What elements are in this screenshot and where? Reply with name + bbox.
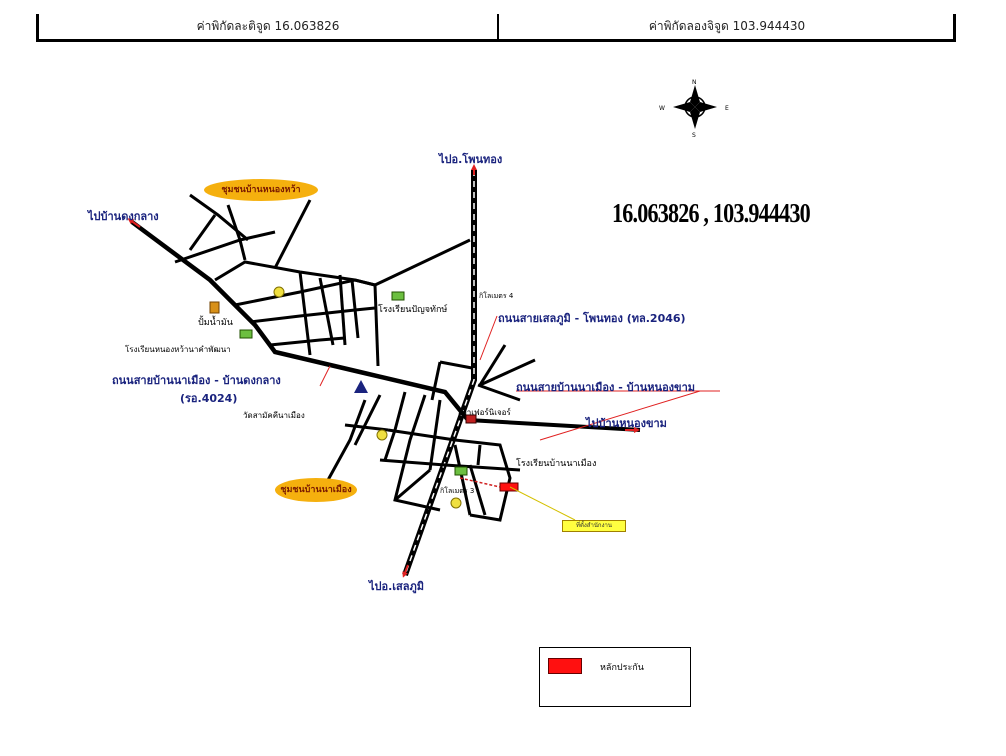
road-2046-label: ถนนสายเสลภูมิ - โพนทอง (ทล.2046) xyxy=(498,312,686,325)
school-panya-label: โรงเรียนปัญจทักษ์ xyxy=(378,305,448,315)
coordinate-header: ค่าพิกัดละติจูด 16.063826 ค่าพิกัดลองจิจ… xyxy=(36,14,956,42)
zone-top-label: ชุมชนบ้านหนองหว้า xyxy=(204,179,318,201)
road-dongklang xyxy=(130,220,641,432)
latitude-label: ค่าพิกัดละติจูด 16.063826 xyxy=(196,19,340,33)
leader-lines xyxy=(319,315,720,441)
coordinates-big: 16.063826 , 103.944430 xyxy=(612,198,811,228)
to-phon-thong-label: ไปอ.โพนทอง xyxy=(439,153,503,166)
gas-station-label: ปั้มน้ำมัน xyxy=(198,318,233,328)
school-nameuang-label: โรงเรียนบ้านนาเมือง xyxy=(516,459,597,469)
road-4024-label: ถนนสายบ้านนาเมือง - บ้านดงกลาง xyxy=(112,374,281,387)
temple-icon xyxy=(354,380,368,393)
temple-label: วัดสามัคคีนาเมือง xyxy=(243,411,305,420)
compass-e: E xyxy=(725,105,729,112)
km4-label: กิโลเมตร 4 xyxy=(479,292,514,300)
road-4024-code-label: (รอ.4024) xyxy=(180,392,238,405)
direction-arrows xyxy=(127,164,640,578)
street-grid xyxy=(174,193,536,522)
to-ban-nong-kham-label: ไปบ้านหนองขาม xyxy=(586,417,667,430)
compass-s: S xyxy=(692,132,696,139)
compass-n: N xyxy=(692,79,697,86)
marker-1-icon xyxy=(450,497,462,509)
shop-icon xyxy=(465,414,477,424)
longitude-label: ค่าพิกัดลองจิจูด 103.944430 xyxy=(497,14,955,39)
collateral-road-highlight xyxy=(459,477,501,488)
office-tag: ที่ตั้งสำนักงาน xyxy=(562,520,626,532)
compass-w: W xyxy=(659,105,665,112)
marker-2-icon xyxy=(376,429,388,441)
road-nongkham-label: ถนนสายบ้านนาเมือง - บ้านหนองขาม xyxy=(516,381,695,394)
school-icon xyxy=(239,329,253,339)
school-nong-khwa-label: โรงเรียนหนองหว้านาคำพัฒนา xyxy=(125,345,231,354)
compass-icon: N S W E xyxy=(659,79,729,139)
school-icon xyxy=(391,291,405,301)
legend-label: หลักประกัน xyxy=(600,663,644,673)
marker-2-icon xyxy=(273,286,285,298)
legend-swatch xyxy=(548,658,582,674)
highway-2046 xyxy=(402,170,477,577)
furniture-shop-label: สง่าเฟอร์นิเจอร์ xyxy=(458,408,511,417)
zone-bottom-label: ชุมชนบ้านนาเมือง xyxy=(275,478,357,502)
km3-label: กิโลเมตร 3 xyxy=(440,487,475,495)
gas-station-icon xyxy=(209,301,220,314)
to-ban-dong-klang-label: ไปบ้านดงกลาง xyxy=(88,210,159,223)
office-pointer xyxy=(509,486,576,521)
legend: หลักประกัน xyxy=(539,647,691,707)
to-selaphum-label: ไปอ.เสลภูมิ xyxy=(369,580,425,593)
school-icon xyxy=(454,466,468,476)
